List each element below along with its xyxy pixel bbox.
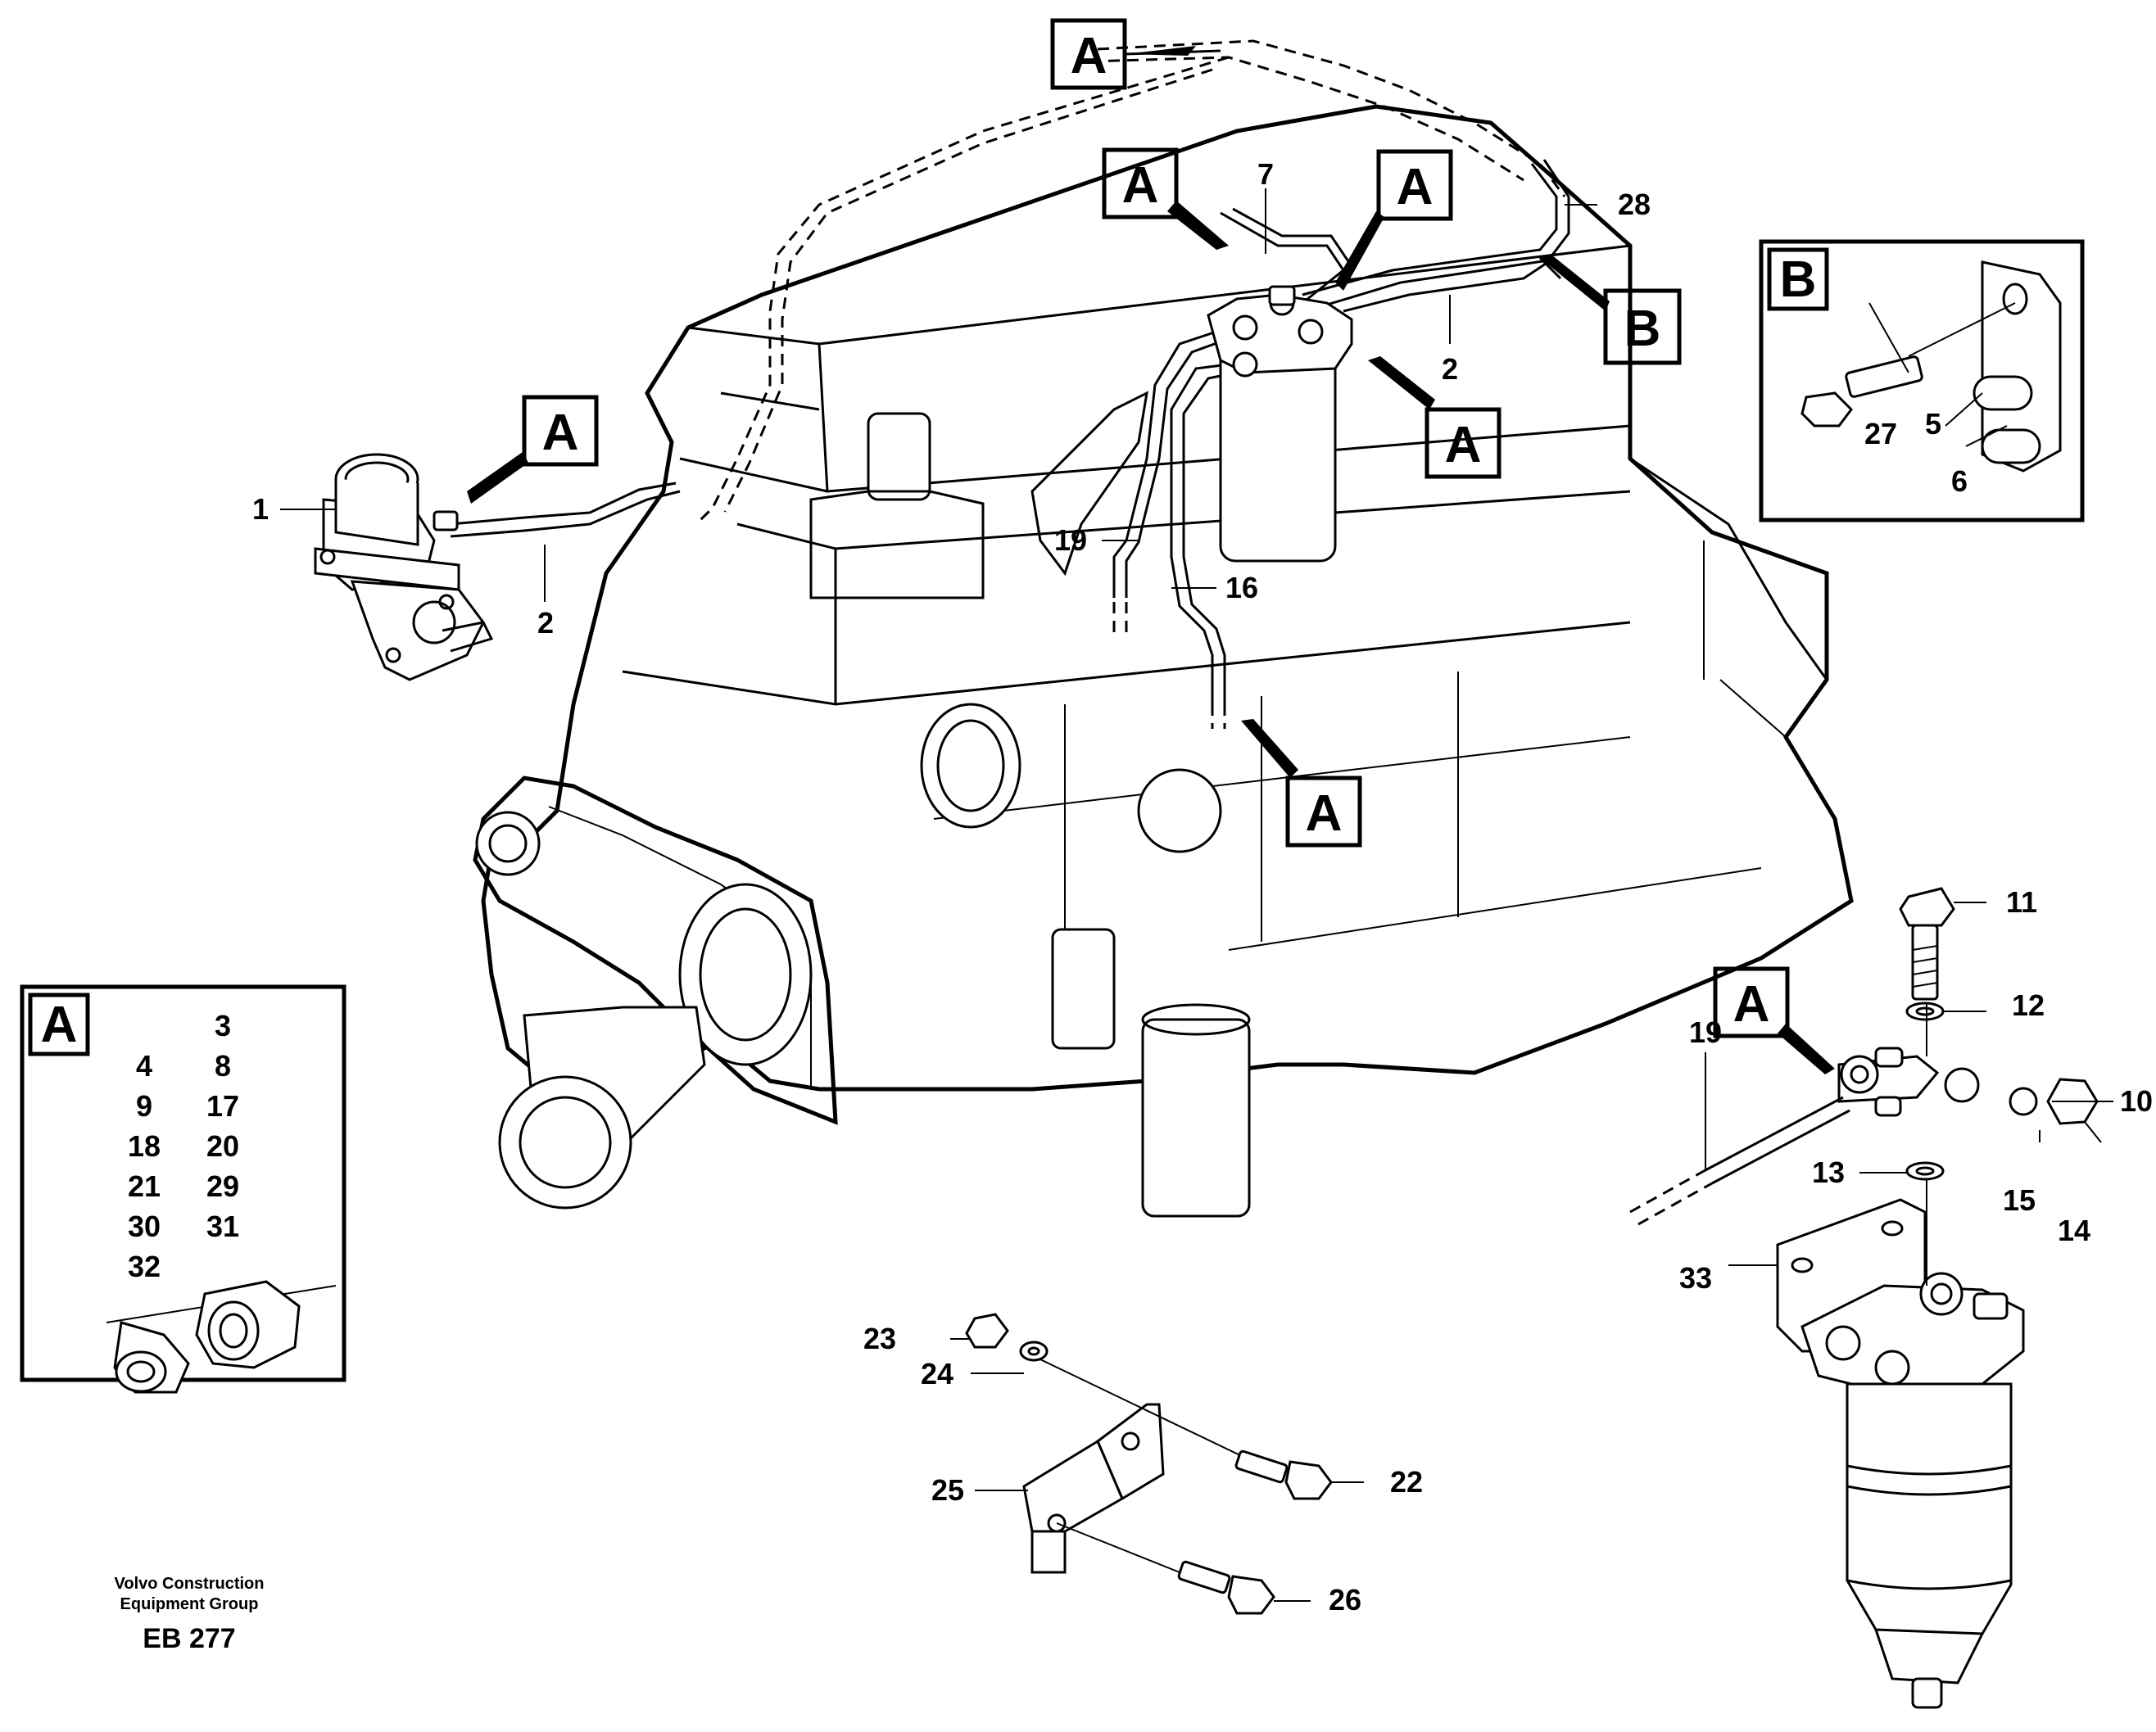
label-21: 21 — [128, 1169, 161, 1203]
detail-b-letter: B — [1780, 251, 1817, 308]
svg-text:A: A — [1397, 159, 1434, 215]
engine-block — [473, 104, 1854, 1218]
label-4: 4 — [136, 1049, 152, 1083]
engine-fuel-filter — [1207, 285, 1353, 563]
label-3: 3 — [215, 1009, 231, 1042]
label-11: 11 — [2006, 885, 2037, 919]
label-27: 27 — [1864, 417, 1897, 450]
label-18: 18 — [128, 1129, 161, 1163]
callout-a-top: A — [1050, 18, 1221, 90]
label-1: 1 — [252, 492, 269, 526]
callout-boxes: A A A B A A — [467, 18, 1835, 1074]
label-20: 20 — [206, 1129, 239, 1163]
callout-a-upper-left: A — [1102, 147, 1229, 250]
label-15: 15 — [2003, 1183, 2036, 1217]
label-17: 17 — [206, 1089, 239, 1123]
label-12: 12 — [2012, 988, 2045, 1022]
label-2a: 2 — [537, 606, 554, 640]
label-31: 31 — [206, 1210, 239, 1243]
svg-text:A: A — [1445, 417, 1482, 473]
label-13: 13 — [1812, 1155, 1845, 1189]
label-5: 5 — [1925, 407, 1941, 441]
bracket-assembly — [965, 1313, 1333, 1615]
water-separator-assembly — [1629, 887, 2099, 1709]
label-10: 10 — [2120, 1084, 2153, 1118]
part-labels: 1 2 7 28 2 19 16 27 5 6 11 12 10 19 13 1… — [128, 157, 2153, 1617]
svg-text:A: A — [1306, 785, 1343, 842]
callout-a-pump: A — [467, 395, 599, 504]
label-25: 25 — [931, 1473, 964, 1507]
callout-b-right: B — [1538, 256, 1682, 365]
label-6: 6 — [1951, 464, 1968, 498]
label-16: 16 — [1225, 571, 1258, 604]
footer-code: EB 277 — [143, 1623, 235, 1654]
footer-company-line1: Volvo Construction — [115, 1575, 265, 1593]
label-19b: 19 — [1689, 1015, 1722, 1049]
label-9: 9 — [136, 1089, 152, 1123]
callout-a-separator: A — [1713, 966, 1835, 1074]
footer-company-line2: Equipment Group — [120, 1595, 259, 1613]
callout-a-right-filter: A — [1368, 356, 1502, 479]
callout-a-upper-right: A — [1335, 149, 1453, 291]
svg-text:A: A — [1071, 28, 1107, 84]
feed-pump — [314, 453, 494, 681]
label-8: 8 — [215, 1049, 231, 1083]
label-33: 33 — [1679, 1261, 1712, 1295]
fuel-lines — [450, 39, 1570, 729]
callout-a-engine-mid: A — [1241, 719, 1362, 848]
label-26: 26 — [1329, 1583, 1361, 1617]
label-28: 28 — [1618, 188, 1651, 221]
detail-a: A — [20, 984, 346, 1394]
svg-text:A: A — [1733, 976, 1770, 1033]
footer: Volvo Construction Equipment Group EB 27… — [115, 1575, 265, 1654]
label-19a: 19 — [1054, 523, 1087, 557]
svg-text:A: A — [542, 405, 579, 461]
label-22: 22 — [1390, 1465, 1423, 1499]
label-29: 29 — [206, 1169, 239, 1203]
label-7: 7 — [1257, 157, 1274, 191]
svg-text:A: A — [1122, 157, 1159, 214]
label-23: 23 — [863, 1322, 896, 1355]
label-14: 14 — [2058, 1214, 2090, 1247]
detail-b: B — [1759, 239, 2085, 522]
leader-lines — [280, 188, 2113, 1602]
label-30: 30 — [128, 1210, 161, 1243]
label-32: 32 — [128, 1250, 161, 1283]
svg-text:B: B — [1624, 301, 1661, 357]
detail-a-letter: A — [41, 997, 78, 1053]
label-2b: 2 — [1442, 352, 1458, 386]
label-24: 24 — [921, 1357, 953, 1391]
